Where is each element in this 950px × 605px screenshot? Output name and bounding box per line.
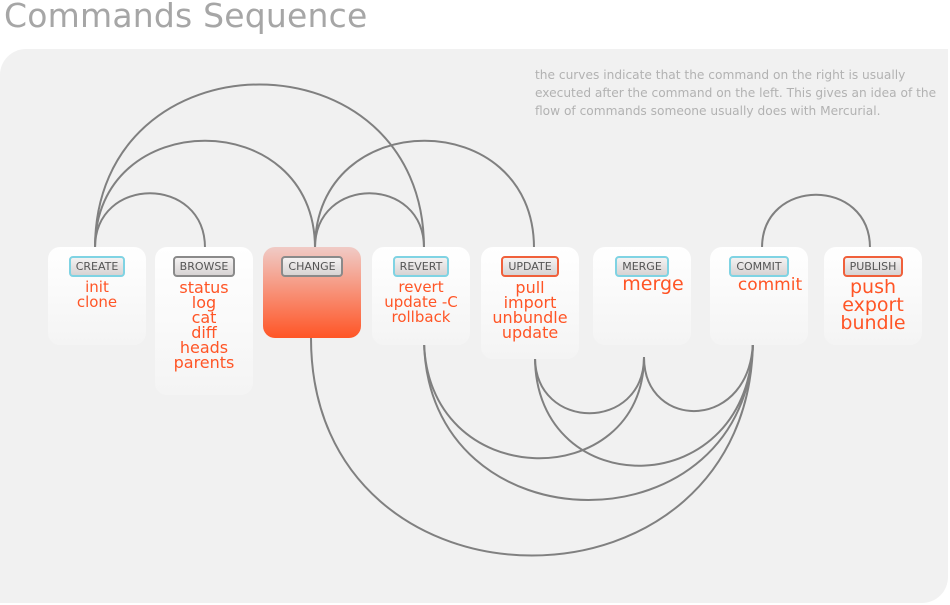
command-item: update -C: [384, 293, 458, 311]
page-title: Commands Sequence: [4, 0, 368, 35]
group-tag-browse[interactable]: BROWSE: [172, 256, 236, 277]
group-card-commit: COMMIT commit: [710, 247, 808, 345]
command-item: unbundle: [492, 308, 568, 327]
command-list: revert update -C rollback: [372, 280, 470, 325]
group-card-change: CHANGE: [263, 247, 361, 338]
group-tag-create[interactable]: CREATE: [68, 256, 126, 277]
curve-create-change: [94, 139, 316, 249]
curve-create-revert: [94, 83, 425, 249]
group-tag-commit[interactable]: COMMIT: [729, 256, 789, 277]
command-item: pull: [515, 278, 545, 297]
command-item: rollback: [391, 308, 451, 326]
group-card-update: UPDATE pull import unbundle update: [481, 247, 579, 359]
command-list: pull import unbundle update: [481, 278, 579, 342]
group-tag-publish[interactable]: PUBLISH: [842, 256, 904, 277]
group-tag-change[interactable]: CHANGE: [281, 256, 343, 277]
command-item: push: [849, 276, 897, 298]
command-item: export: [842, 294, 904, 316]
curve-revert-merge: [423, 337, 645, 460]
command-item: heads: [179, 338, 229, 357]
diagram-note: the curves indicate that the command on …: [535, 68, 937, 118]
command-item: bundle: [840, 312, 906, 334]
command-item: cat: [191, 308, 217, 327]
command-item: update: [501, 323, 559, 342]
command-list: commit: [710, 275, 808, 295]
command-item: clone: [76, 293, 118, 311]
group-card-create: CREATE init clone: [48, 247, 146, 345]
command-item: commit: [737, 275, 803, 295]
curve-change-revert: [314, 192, 425, 249]
command-list: status log cat diff heads parents: [155, 278, 253, 372]
command-item: diff: [191, 323, 217, 342]
curve-revert-commit: [423, 337, 754, 501]
command-item: import: [503, 293, 557, 312]
command-item: log: [191, 293, 217, 312]
command-item: revert: [398, 278, 444, 296]
command-item: status: [179, 278, 229, 297]
curve-commit-publish: [761, 193, 871, 249]
curve-change-commit: [310, 337, 754, 557]
command-item: merge: [622, 273, 684, 295]
group-card-merge: MERGE merge: [593, 247, 691, 345]
curve-merge-commit: [643, 337, 754, 413]
command-list: push export bundle: [824, 276, 922, 334]
group-tag-merge[interactable]: MERGE: [615, 256, 669, 277]
command-item: init: [85, 278, 109, 296]
curve-update-commit: [534, 337, 754, 467]
command-list: init clone: [48, 280, 146, 310]
group-card-publish: PUBLISH push export bundle: [824, 247, 922, 345]
curve-create-browse: [94, 192, 206, 249]
group-tag-update[interactable]: UPDATE: [501, 256, 559, 277]
group-tag-revert[interactable]: REVERT: [392, 256, 450, 277]
curve-change-update: [314, 139, 535, 249]
group-card-browse: BROWSE status log cat diff heads parents: [155, 247, 253, 395]
command-item: parents: [173, 353, 235, 372]
curve-update-merge: [534, 356, 645, 415]
group-card-revert: REVERT revert update -C rollback: [372, 247, 470, 345]
command-list: merge: [593, 273, 691, 295]
